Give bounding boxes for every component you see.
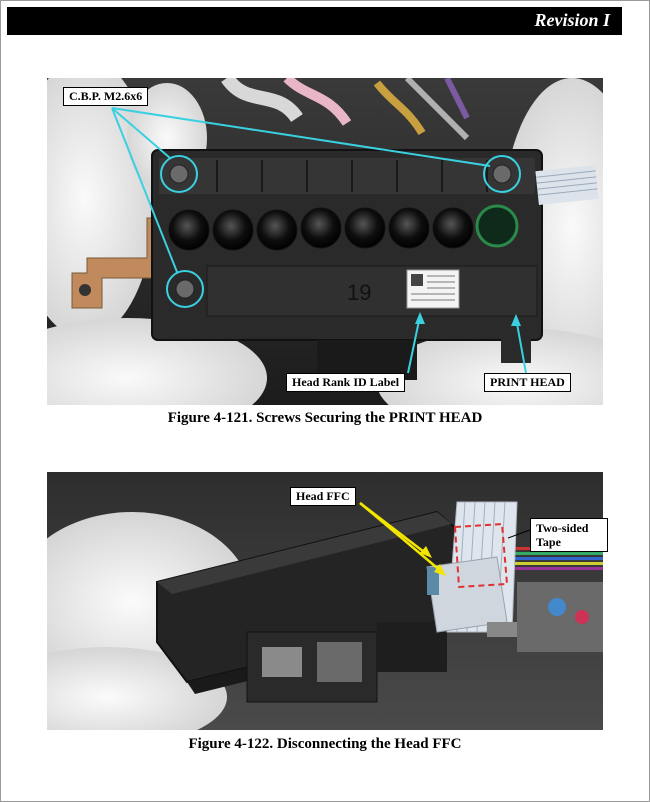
callout-head-ffc: Head FFC [290,487,356,506]
figure-4-122-caption: Figure 4-122. Disconnecting the Head FFC [188,736,462,752]
head-marking: 19 [347,280,371,305]
head-ffc-photo [47,472,603,730]
header-bar: Revision I [7,7,622,35]
callout-screws: C.B.P. M2.6x6 [63,87,149,106]
figure-4-121-photo: 19 [47,78,603,405]
callout-two-sided-tape: Two-sided Tape [530,518,608,552]
revision-label: Revision I [534,10,610,30]
callout-head-rank-id-label: Head Rank ID Label [286,373,406,392]
figure-4-121-caption: Figure 4-121. Screws Securing the PRINT … [167,410,483,426]
print-head-photo: 19 [47,78,603,405]
callout-print-head: PRINT HEAD [484,373,571,392]
figure-4-122-photo [47,472,603,730]
